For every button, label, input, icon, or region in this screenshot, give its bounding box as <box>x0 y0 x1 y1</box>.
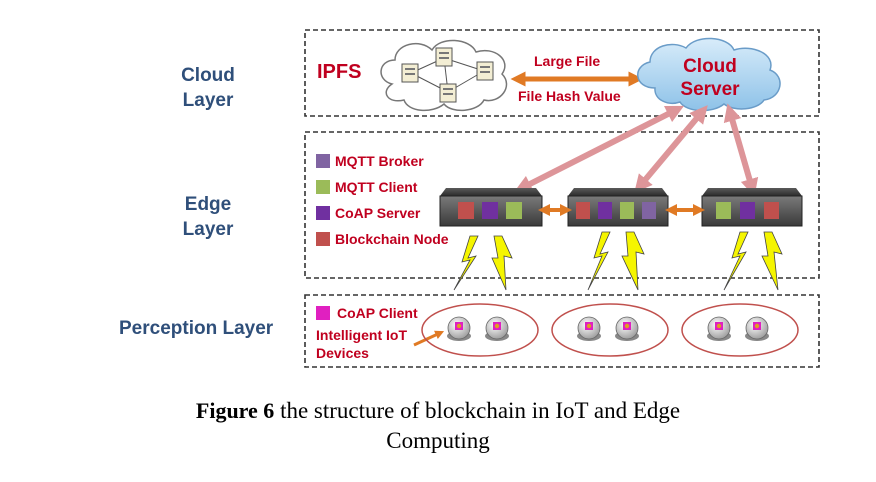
cloud-layer-label-line2: Layer <box>183 90 234 111</box>
iot-devices-label-line2: Devices <box>316 345 369 361</box>
cloud-edge-arrow-2 <box>634 105 708 193</box>
cloud-server-label-line2: Server <box>680 79 740 100</box>
edge-legend: MQTT Broker MQTT Client CoAP Server Bloc… <box>316 153 449 247</box>
legend-label-coap-server: CoAP Server <box>335 205 421 221</box>
ipfs-label: IPFS <box>317 61 361 83</box>
iot-devices-pointer-arrow <box>413 330 445 347</box>
legend-label-mqtt-broker: MQTT Broker <box>335 153 424 169</box>
iot-camera-icon <box>615 316 639 341</box>
lightning-bolt-4 <box>621 231 645 291</box>
legend-swatch-blockchain-node <box>316 232 330 246</box>
cloud-edge-arrow-3 <box>723 103 759 197</box>
legend-label-mqtt-client: MQTT Client <box>335 179 418 195</box>
iot-camera-icon <box>577 316 601 341</box>
perception-layer-box <box>304 294 820 368</box>
lightning-bolt-6 <box>761 231 783 291</box>
lightning-bolt-2 <box>491 235 513 291</box>
edge-server-2 <box>567 188 669 227</box>
cloud-edge-arrow-1 <box>513 105 685 193</box>
iot-devices-label-line1: Intelligent IoT <box>316 327 407 343</box>
figure-number: Figure 6 <box>195 398 275 423</box>
perception-layer-label: Perception Layer <box>119 318 274 339</box>
legend-label-coap-client: CoAP Client <box>337 305 418 321</box>
device-group-3 <box>681 303 799 357</box>
edge-server-1 <box>439 188 543 227</box>
file-hash-label: File Hash Value <box>518 88 621 104</box>
legend-swatch-coap-client <box>316 306 330 320</box>
edge-server-3 <box>701 188 803 227</box>
edge-layer-label-line2: Layer <box>183 219 234 240</box>
legend-label-blockchain-node: Blockchain Node <box>335 231 449 247</box>
architecture-diagram: Cloud Layer Edge Layer Perception Layer … <box>119 29 820 368</box>
large-file-label: Large File <box>534 53 600 69</box>
ipfs-network-icon <box>380 39 508 112</box>
cloud-layer-label-line1: Cloud <box>181 65 235 86</box>
device-group-1 <box>421 303 539 357</box>
legend-swatch-coap-server <box>316 206 330 220</box>
edge-layer-label-line1: Edge <box>185 194 231 215</box>
figure-caption: Figure 6 the structure of blockchain in … <box>0 396 876 456</box>
iot-camera-icon <box>485 316 509 341</box>
caption-line2: Computing <box>386 428 490 453</box>
lightning-bolt-3 <box>587 231 611 291</box>
iot-camera-icon <box>745 316 769 341</box>
lightning-bolt-1 <box>453 235 479 291</box>
iot-camera-icon <box>447 316 471 341</box>
legend-swatch-mqtt-broker <box>316 154 330 168</box>
legend-swatch-mqtt-client <box>316 180 330 194</box>
caption-line1: the structure of blockchain in IoT and E… <box>274 398 681 423</box>
iot-camera-icon <box>707 316 731 341</box>
device-group-2 <box>551 303 669 357</box>
lightning-bolt-5 <box>723 231 749 291</box>
cloud-server-label-line1: Cloud <box>683 56 737 77</box>
